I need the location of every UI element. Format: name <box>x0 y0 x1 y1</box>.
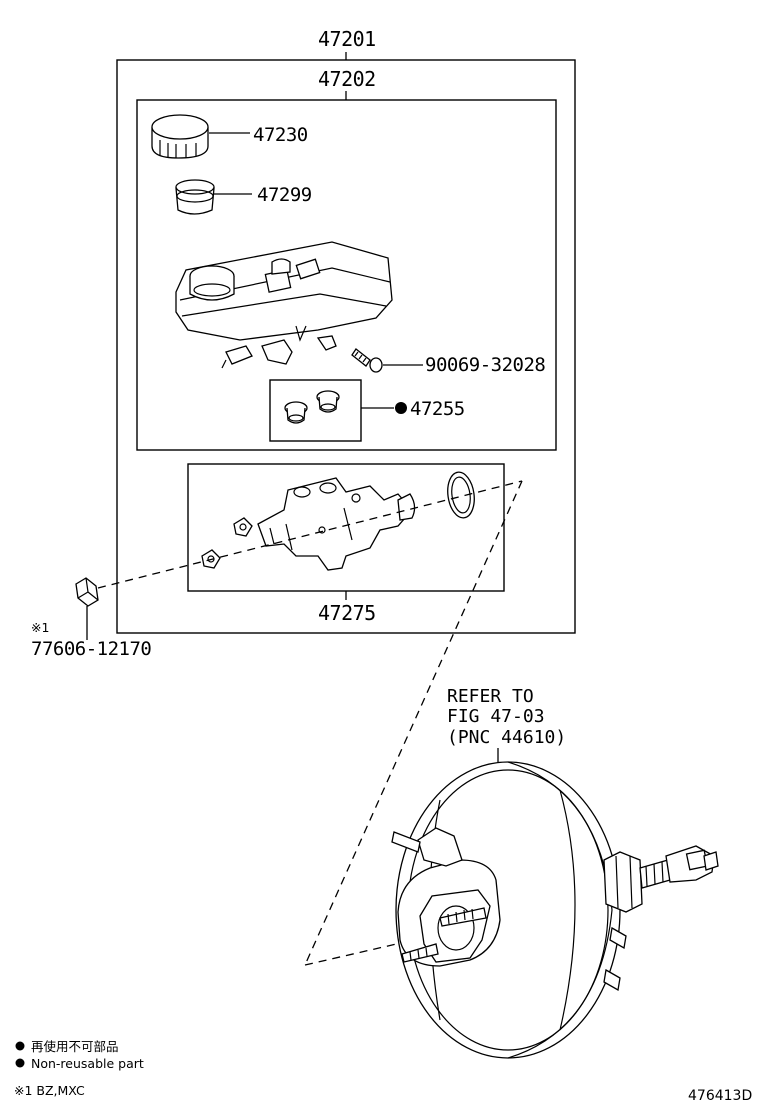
cylinder-part-number[interactable]: 47275 <box>318 601 376 625</box>
legend-bullet-en-icon <box>15 1058 25 1068</box>
strainer-icon <box>175 179 215 215</box>
figure-id: 476413D <box>688 1088 752 1104</box>
assembly-axis-line <box>97 480 523 589</box>
mounting-line-left <box>304 480 523 966</box>
reference-line-2: FIG 47-03 <box>447 706 545 727</box>
legend-footnote: ※1 BZ,MXC <box>14 1083 85 1098</box>
grommet-box <box>269 379 362 442</box>
nut-part-number[interactable]: 77606-12170 <box>31 638 152 660</box>
nut-note-mark: ※1 <box>31 620 49 635</box>
legend-non-reusable-en: Non-reusable part <box>31 1056 144 1071</box>
legend-non-reusable-jp: 再使用不可部品 <box>31 1039 119 1054</box>
assembly-part-number[interactable]: 47201 <box>318 27 376 51</box>
assembly-box <box>116 59 576 634</box>
brake-booster-icon <box>391 761 719 1059</box>
reservoir-tank-icon <box>175 241 393 369</box>
nut-icon <box>75 577 99 607</box>
strainer-part-number[interactable]: 47299 <box>257 184 312 206</box>
screw-part-number[interactable]: 90069-32028 <box>425 354 546 376</box>
screw-icon <box>351 348 383 373</box>
reservoir-cap-icon <box>151 114 209 159</box>
legend-bullet-jp-icon <box>15 1041 25 1051</box>
reference-line-3: (PNC 44610) <box>447 727 566 748</box>
reference-line-1: REFER TO <box>447 686 534 707</box>
reservoir-box <box>136 99 557 451</box>
reservoir-cap-part-number[interactable]: 47230 <box>253 124 308 146</box>
grommet-part-number[interactable]: 47255 <box>410 398 465 420</box>
non-reusable-mark-icon <box>395 402 407 414</box>
master-cylinder-body-icon <box>201 471 475 571</box>
sub-assembly-part-number[interactable]: 47202 <box>318 67 376 91</box>
grommet-icon <box>284 390 340 424</box>
